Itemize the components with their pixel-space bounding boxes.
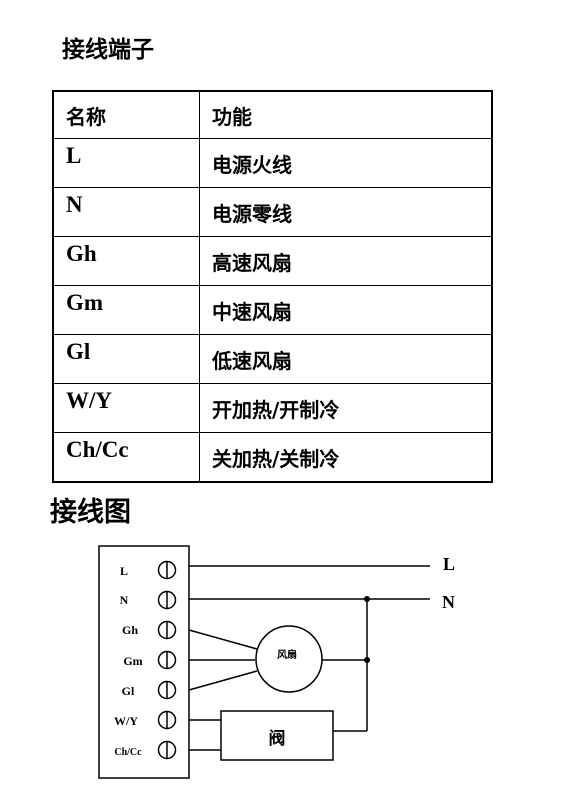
wire-gh (188, 629, 258, 650)
screw-terminal-icon (157, 650, 177, 670)
terminal-function: 中速风扇 (199, 285, 493, 335)
screw-terminal-icon (157, 710, 177, 730)
supply-label-l: L (443, 554, 455, 574)
terminal-name: W/Y (52, 383, 200, 433)
screw-terminal-icon (157, 620, 177, 640)
terminal-label-gl: Gl (122, 684, 135, 698)
table-row: Gl 低速风扇 (52, 334, 493, 384)
fan-label: 风扇 (277, 648, 297, 661)
terminal-function: 低速风扇 (199, 334, 493, 384)
wire-gl (188, 670, 258, 691)
valve-label: 阀 (269, 728, 286, 749)
supply-label-n: N (442, 592, 455, 612)
table-row: Gh 高速风扇 (52, 236, 493, 286)
screw-terminal-icon (157, 590, 177, 610)
table-row: W/Y 开加热/开制冷 (52, 383, 493, 433)
terminal-label-gh: Gh (122, 623, 138, 637)
terminal-name: Ch/Cc (52, 432, 200, 483)
terminal-name: Gl (52, 334, 200, 384)
terminal-label-gm: Gm (123, 654, 142, 668)
table-row: Gm 中速风扇 (52, 285, 493, 335)
terminal-table: 名称 功能 L 电源火线 N 电源零线 Gh 高速风扇 Gm 中速风扇 Gl 低… (52, 90, 493, 483)
screw-terminal-icon (157, 680, 177, 700)
fan-symbol (255, 625, 323, 693)
terminals-section-title: 接线端子 (62, 37, 154, 63)
table-row: Ch/Cc 关加热/关制冷 (52, 432, 493, 483)
screw-terminal-icon (157, 560, 177, 580)
table-row: N 电源零线 (52, 187, 493, 237)
terminal-label-chcc: Ch/Cc (114, 747, 142, 758)
wiring-section-title: 接线图 (50, 497, 131, 528)
screw-terminal-icon (157, 740, 177, 760)
terminal-function: 关加热/关制冷 (199, 432, 493, 483)
junction-dot (364, 596, 370, 602)
terminal-function: 开加热/开制冷 (199, 383, 493, 433)
terminal-name: N (52, 187, 200, 237)
terminal-name: Gh (52, 236, 200, 286)
terminal-block (98, 545, 190, 779)
terminal-label-wy: W/Y (114, 714, 138, 728)
terminal-name: L (52, 138, 200, 188)
terminal-function: 高速风扇 (199, 236, 493, 286)
terminal-function: 电源火线 (199, 138, 493, 188)
terminal-label-l: L (120, 564, 128, 578)
table-row: L 电源火线 (52, 138, 493, 188)
valve-box (220, 710, 334, 761)
terminal-label-n: N (120, 593, 129, 607)
junction-dot (364, 657, 370, 663)
